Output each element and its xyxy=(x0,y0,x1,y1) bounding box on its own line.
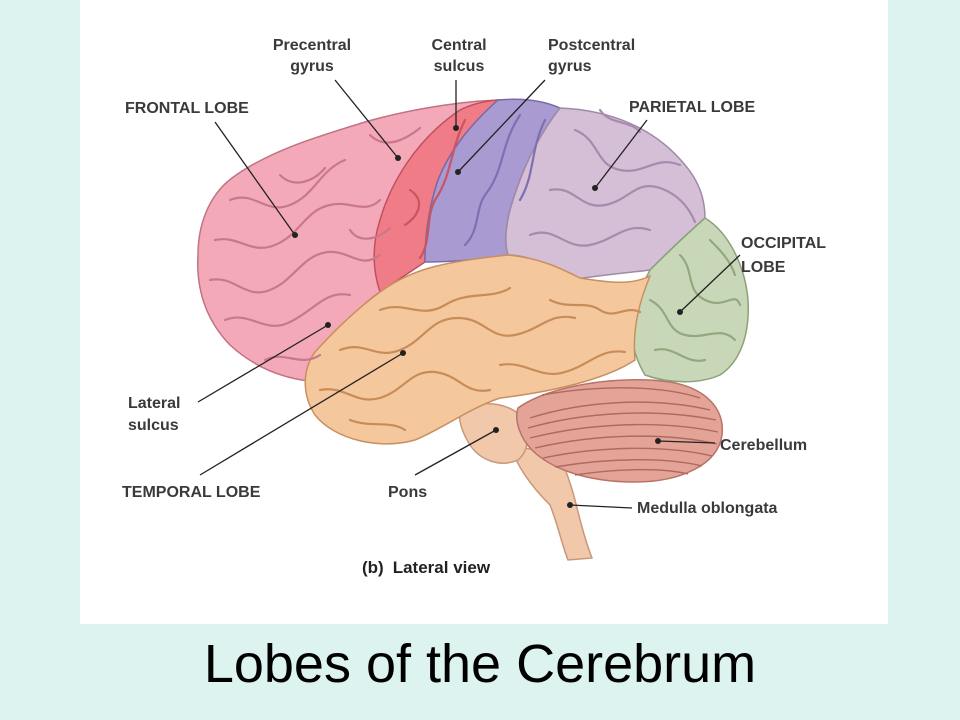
central-sulcus-label-line2: sulcus xyxy=(434,58,485,75)
precentral-gyrus-label-line1: Precentral xyxy=(273,37,351,54)
medulla-oblongata-label: Medulla oblongata xyxy=(637,500,778,517)
cerebellum-label: Cerebellum xyxy=(720,437,807,454)
leader-lines xyxy=(197,79,741,509)
precentral-gyrus-label-line2: gyrus xyxy=(290,58,334,75)
pons-label: Pons xyxy=(388,484,427,501)
caption-prefix: (b) xyxy=(362,558,384,577)
postcentral-gyrus-label-line2: gyrus xyxy=(548,58,592,75)
occipital-lobe-region xyxy=(630,217,749,383)
diagram-panel: Precentral gyrus Central sulcus Postcent… xyxy=(80,0,888,624)
lateral-sulcus-label-line1: Lateral xyxy=(128,395,180,412)
temporal-lobe-region xyxy=(304,254,652,445)
postcentral-gyrus-label-line1: Postcentral xyxy=(548,37,635,54)
parietal-lobe-label: PARIETAL LOBE xyxy=(629,99,756,116)
frontal-lobe-label: FRONTAL LOBE xyxy=(125,100,249,117)
gyri-pattern xyxy=(208,108,742,432)
pons-region xyxy=(458,402,528,464)
temporal-lobe-label: TEMPORAL LOBE xyxy=(122,484,261,501)
caption-text: Lateral view xyxy=(393,558,491,577)
occipital-lobe-label-line2: LOBE xyxy=(741,259,786,276)
brain-diagram: Precentral gyrus Central sulcus Postcent… xyxy=(122,37,826,577)
caption: (b) Lateral view xyxy=(362,558,491,577)
medulla-oblongata-region xyxy=(508,444,594,561)
central-sulcus-label-line1: Central xyxy=(431,37,486,54)
cerebellum-region xyxy=(516,379,723,483)
lateral-sulcus-label-line2: sulcus xyxy=(128,417,179,434)
occipital-lobe-label-line1: OCCIPITAL xyxy=(741,235,826,252)
slide-title: Lobes of the Cerebrum xyxy=(203,634,757,694)
